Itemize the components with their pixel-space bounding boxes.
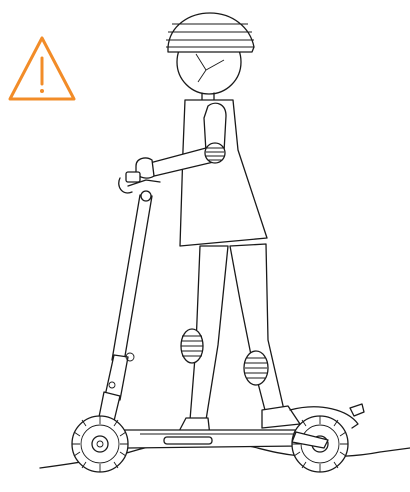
rider-back-knee — [181, 329, 203, 363]
scooter-deck — [116, 430, 310, 448]
scooter-front-wheel — [72, 416, 128, 472]
scooter-stem — [105, 172, 160, 400]
rider-head — [166, 13, 254, 94]
scooter-rear-light — [350, 404, 364, 416]
warning-triangle-icon — [10, 38, 74, 99]
rider-front-knee — [244, 351, 268, 385]
rider-front-leg — [230, 244, 284, 414]
